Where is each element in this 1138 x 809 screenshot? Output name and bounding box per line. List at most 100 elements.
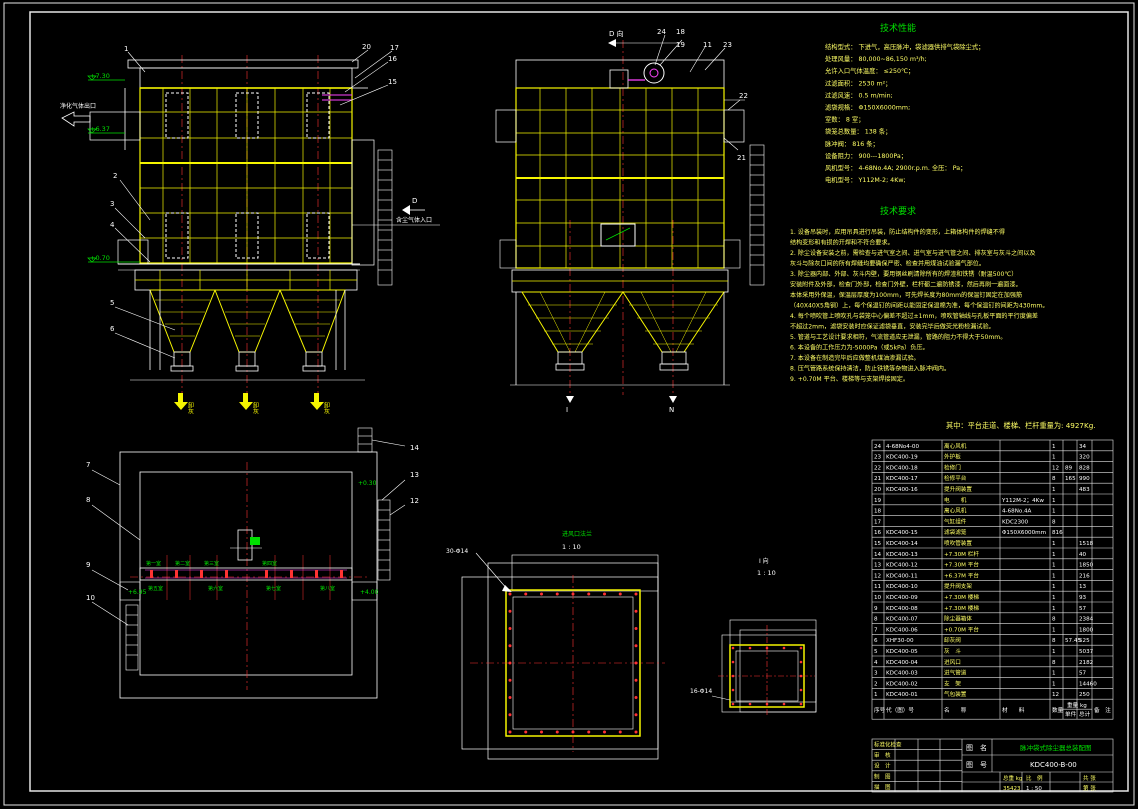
bom-cell: 2384 — [1079, 617, 1094, 623]
bolt-hole — [508, 696, 512, 699]
bolt-hole — [634, 609, 638, 613]
chamber-label: 第五室 — [148, 585, 163, 592]
bom-cell: 1800 — [1079, 627, 1094, 633]
tech-requirements-list: 1. 设备吊装时，应用吊具进行吊装，防止结构件的变形，上箱体构件的焊缝不得 结构… — [790, 228, 1048, 383]
elevation-mark: +6.95 — [128, 589, 147, 596]
tech-requirement-item: 7. 本设备在制造完毕后应做整机煤油渗漏试验。 — [790, 354, 920, 362]
detail-scale: 1 : 10 — [562, 543, 581, 551]
bom-cell: 离心风机 — [944, 442, 967, 450]
bom-header-cell: 总计 — [1079, 710, 1091, 718]
bom-cell: 1 — [874, 692, 878, 698]
bom-cell: KDC400-03 — [886, 671, 918, 677]
bom-cell: KDC400-04 — [886, 660, 918, 666]
bom-cell: 1 — [1052, 444, 1056, 450]
bolt-hole — [508, 730, 512, 734]
bolt-hole — [524, 592, 528, 596]
tech-performance-item: 结构型式： 下进气，高压脉冲，袋滤器供排气袋除尘式； — [825, 42, 984, 51]
bom-cell: KDC400-01 — [886, 692, 918, 698]
outer-frame — [3, 2, 1135, 806]
plan-callout: 12 — [410, 497, 419, 505]
bom-cell: 89 — [1065, 465, 1073, 471]
bom-cell: 5037 — [1079, 649, 1094, 655]
bom-cell: +6.37M 平台 — [944, 571, 979, 579]
bom-cell: KDC2300 — [1002, 519, 1029, 525]
bolt-hole — [634, 730, 638, 734]
bom-cell: 进风口 — [944, 658, 961, 666]
bom-cell: KDC400-17 — [886, 476, 918, 482]
bom-cell: 5 — [874, 649, 878, 655]
bom-cell: 电 机 — [944, 496, 967, 504]
plan-callout: 14 — [410, 444, 419, 452]
bom-cell: 93 — [1079, 595, 1087, 601]
side-callout: 18 — [676, 28, 685, 36]
bom-cell: 24 — [874, 444, 882, 450]
bom-cell: KDC400-07 — [886, 617, 918, 623]
title-block-label: 制 图 — [874, 772, 891, 780]
bom-cell: 57 — [1079, 606, 1087, 612]
bom-cell: 灰 斗 — [944, 647, 961, 655]
bom-cell: KDC400-10 — [886, 584, 918, 590]
bom-cell: 990 — [1079, 476, 1090, 482]
drawing-code: KDC400-B-00 — [1030, 761, 1077, 769]
bom-cell: 216 — [1079, 573, 1090, 579]
tech-performance-item: 允许入口气体温度： ≤250℃； — [825, 66, 914, 75]
bom-cell: 13 — [1079, 584, 1087, 590]
bom-cell: KDC400-08 — [886, 606, 918, 612]
bom-cell: 6 — [874, 638, 878, 644]
bom-cell: 1 — [1052, 584, 1056, 590]
bom-cell: KDC400-06 — [886, 627, 918, 633]
bom-cell: 40 — [1079, 552, 1087, 558]
bom-cell: 2 — [874, 681, 878, 687]
bolt-hole — [634, 696, 638, 699]
bom-cell: 19 — [874, 498, 882, 504]
tech-performance-item: 室数： 8 室； — [825, 115, 865, 124]
bolt-hole — [508, 678, 512, 682]
plan-view — [91, 427, 406, 699]
hopper-label: 卸灰 — [187, 401, 194, 415]
bom-cell: KDC400-16 — [886, 487, 918, 493]
tech-performance-item: 过滤风速： 0.5 m/min; — [825, 90, 893, 99]
bolt-hole — [508, 713, 512, 717]
bom-cell: 816 — [1052, 530, 1063, 536]
tech-performance-item: 脉冲阀： 816 条； — [825, 139, 879, 148]
tech-requirement-item: 2. 除尘设备安装之前，需检查与进气室之间、进气室与进气管之间、排灰室与灰斗之间… — [790, 249, 1035, 257]
bom-cell: 除尘器箱体 — [944, 615, 972, 623]
bom-header-cell: 单件 — [1065, 710, 1077, 718]
title-block-frame — [871, 738, 1114, 793]
bom-cell: 320 — [1079, 455, 1090, 461]
elevation-mark: +4.00 — [360, 589, 379, 596]
plan-callout: 9 — [86, 561, 90, 569]
bom-cell: 离心风机 — [944, 507, 967, 515]
title-block-label: 标准化检查 — [874, 741, 902, 749]
tech-performance-item: 电机型号： Y112M-2; 4Kw; — [825, 175, 906, 184]
bom-cell: Y112M-2；4Kw — [1001, 498, 1044, 504]
tech-performance-item: 滤袋规格： Φ150X6000mm; — [825, 103, 910, 112]
bom-cell: 1850 — [1079, 563, 1094, 569]
bom-frame — [871, 439, 1114, 720]
section-mark: N — [669, 406, 674, 414]
bolt-hole — [799, 702, 803, 706]
chamber-label: 第四室 — [262, 560, 277, 567]
bom-cell: KDC400-11 — [886, 573, 918, 579]
tech-requirement-item: （40X40X5角钢）上，每个保温钉的间距以能固定保温棉为准，每个保温钉的间距为… — [790, 302, 1048, 310]
bolt-hole — [618, 592, 622, 596]
chamber-label: 第七室 — [266, 585, 281, 592]
tech-requirement-item: 不超过2mm，滤袋安装时应保证滤袋垂直，安装完毕后做荧光粉检漏试验。 — [790, 323, 995, 331]
bom-cell: 进气管道 — [944, 669, 967, 677]
title-block-label: 设 计 — [874, 762, 891, 770]
plan-callout: 7 — [86, 461, 90, 469]
bom-cell: KDC400-15 — [886, 530, 918, 536]
side-callout: 22 — [739, 92, 748, 100]
bom-cell: 支 架 — [944, 679, 961, 687]
front-callout: 4 — [110, 221, 115, 229]
bom-cell: Φ150X6000mm — [1002, 530, 1046, 536]
flange-bolt-holes — [508, 592, 638, 734]
bom-cell: 4-68No.4A — [1002, 509, 1032, 515]
bom-cell: 1 — [1052, 563, 1056, 569]
bom-cell: 提升阀装置 — [944, 485, 972, 493]
inner-frame — [29, 11, 1129, 792]
front-callout: 3 — [110, 200, 114, 208]
tech-requirement-item: 8. 压气管路系统保持清洁，防止铁锈等杂物进入脉冲阀内。 — [790, 365, 950, 373]
tech-requirement-item: 安装附件及外部，检查门外部，检查门外壁，栏杆都二遍防锈漆，然后再刷一遍面漆。 — [790, 281, 1022, 289]
